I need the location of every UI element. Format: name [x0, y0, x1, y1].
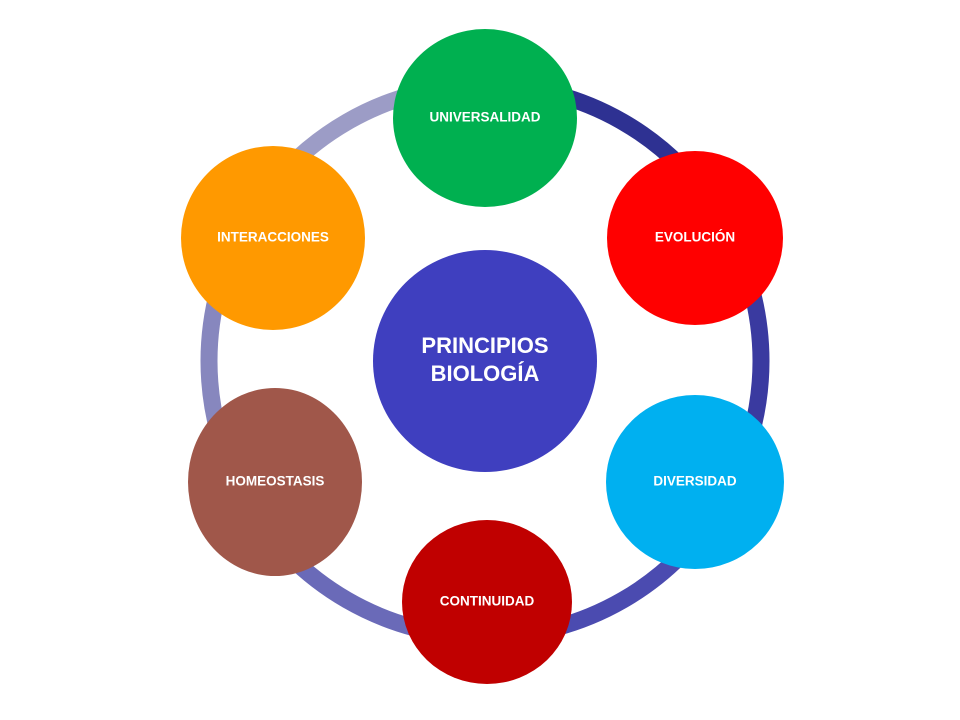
- node-interacciones-circle: [181, 146, 365, 330]
- center-label-line1: PRINCIPIOS: [421, 333, 548, 358]
- outer-nodes: UNIVERSALIDAD EVOLUCIÓN DIVERSIDAD CONTI…: [181, 29, 784, 684]
- node-evolucion[interactable]: EVOLUCIÓN: [607, 151, 783, 325]
- node-homeostasis-label: HOMEOSTASIS: [226, 474, 325, 489]
- center-label-line2: BIOLOGÍA: [431, 361, 540, 386]
- node-universalidad-circle: [393, 29, 577, 207]
- center-node[interactable]: PRINCIPIOS BIOLOGÍA: [373, 250, 597, 472]
- node-homeostasis[interactable]: HOMEOSTASIS: [188, 388, 362, 576]
- node-interacciones-label: INTERACCIONES: [217, 230, 329, 245]
- node-evolucion-circle: [607, 151, 783, 325]
- node-diversidad-label: DIVERSIDAD: [653, 474, 737, 489]
- node-evolucion-label: EVOLUCIÓN: [655, 230, 735, 245]
- node-diversidad[interactable]: DIVERSIDAD: [606, 395, 784, 569]
- node-universalidad-label: UNIVERSALIDAD: [429, 110, 540, 125]
- node-universalidad[interactable]: UNIVERSALIDAD: [393, 29, 577, 207]
- node-continuidad-label: CONTINUIDAD: [440, 594, 535, 609]
- node-continuidad-circle: [402, 520, 572, 684]
- node-homeostasis-circle: [188, 388, 362, 576]
- center-circle: [373, 250, 597, 472]
- node-continuidad[interactable]: CONTINUIDAD: [402, 520, 572, 684]
- node-interacciones[interactable]: INTERACCIONES: [181, 146, 365, 330]
- node-diversidad-circle: [606, 395, 784, 569]
